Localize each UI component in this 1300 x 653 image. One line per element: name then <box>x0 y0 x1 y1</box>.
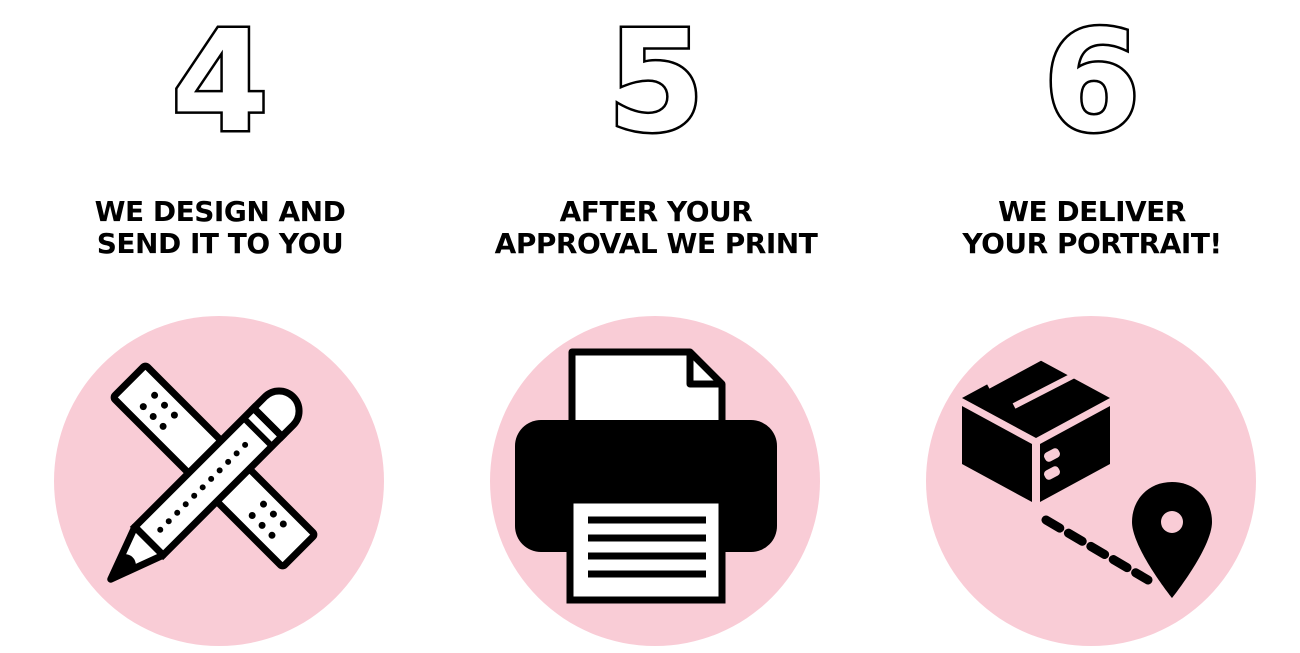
step-title: AFTER YOUR APPROVAL WE PRINT <box>436 196 876 260</box>
icon-circle <box>490 316 820 646</box>
printer-icon <box>515 348 777 604</box>
icon-circle <box>926 316 1256 646</box>
icon-circle <box>54 316 384 646</box>
step-6: 6 WE DELIVER YOUR PORTRAIT! <box>872 0 1300 653</box>
step-4: 4 WE DESIGN AND SEND IT TO YOU <box>0 0 440 653</box>
step-title: WE DELIVER YOUR PORTRAIT! <box>872 196 1300 260</box>
step-title-line-1: WE DESIGN AND <box>94 195 346 228</box>
step-title-line-2: APPROVAL WE PRINT <box>494 227 818 260</box>
step-number: 5 <box>605 1 707 164</box>
delivery-box-location-icon <box>962 343 1212 598</box>
pencil-ruler-icon <box>107 362 318 583</box>
step-number: 4 <box>169 1 271 164</box>
step-number: 6 <box>1041 1 1143 164</box>
step-title: WE DESIGN AND SEND IT TO YOU <box>0 196 440 260</box>
step-title-line-2: SEND IT TO YOU <box>96 227 344 260</box>
step-5: 5 AFTER YOUR APPROVAL WE PRINT <box>436 0 876 653</box>
step-title-line-1: WE DELIVER <box>998 195 1186 228</box>
step-title-line-1: AFTER YOUR <box>559 195 753 228</box>
step-title-line-2: YOUR PORTRAIT! <box>962 227 1222 260</box>
